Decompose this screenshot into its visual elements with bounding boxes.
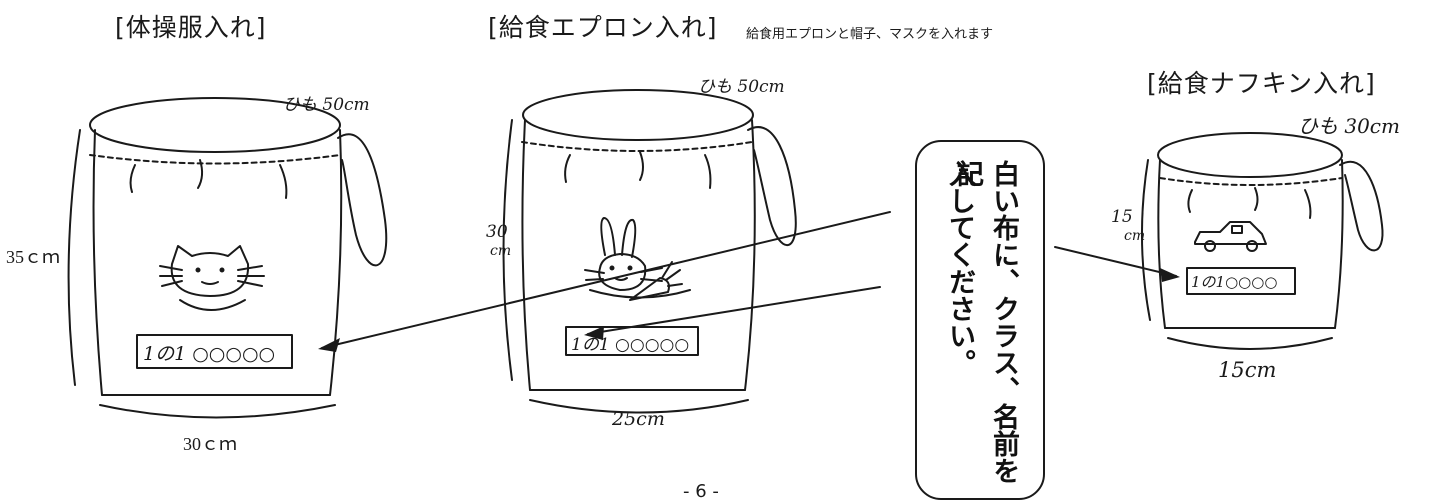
pointer-arrows: [321, 211, 1177, 349]
apron-width-label: 25cm: [612, 408, 665, 430]
gym-string-label: ひも 50cm: [283, 95, 370, 115]
apron-bag-drawing: [502, 89, 797, 414]
apron-bag-title: [給食エプロン入れ]: [488, 13, 718, 42]
page-number: - 6 -: [683, 481, 719, 502]
napkin-bag-drawing: [1140, 132, 1384, 350]
apron-string-label: ひも 50cm: [698, 77, 785, 97]
apron-height-unit: cm: [490, 243, 512, 259]
gym-width-label: 30ｃｍ: [183, 434, 237, 454]
apron-bag-note: 給食用エプロンと帽子、マスクを入れます: [746, 27, 994, 42]
instruction-callout: 白い布に、クラス、名前を記 入してください。: [915, 140, 1045, 500]
napkin-width-label: 15cm: [1218, 358, 1277, 382]
napkin-string-label: ひも 30cm: [1298, 114, 1400, 138]
apron-name-tag: 1の1 ○○○○○: [571, 335, 690, 355]
napkin-bag-title: [給食ナフキン入れ]: [1147, 69, 1376, 98]
apron-height-number: 30: [486, 222, 508, 242]
gym-bag-drawing: [67, 97, 388, 419]
gym-bag-title: [体操服入れ]: [115, 13, 267, 42]
napkin-height-unit: cm: [1124, 228, 1146, 244]
gym-height-label: 35ｃｍ: [6, 247, 60, 267]
gym-name-tag: 1の1 ○○○○○: [143, 343, 276, 365]
callout-line-2: 入してください。: [944, 160, 975, 376]
napkin-name-tag: 1の1○○○○: [1191, 273, 1278, 291]
napkin-height-number: 15: [1111, 207, 1133, 227]
callout-line-1: 白い布に、クラス、名前を記: [952, 160, 1019, 484]
